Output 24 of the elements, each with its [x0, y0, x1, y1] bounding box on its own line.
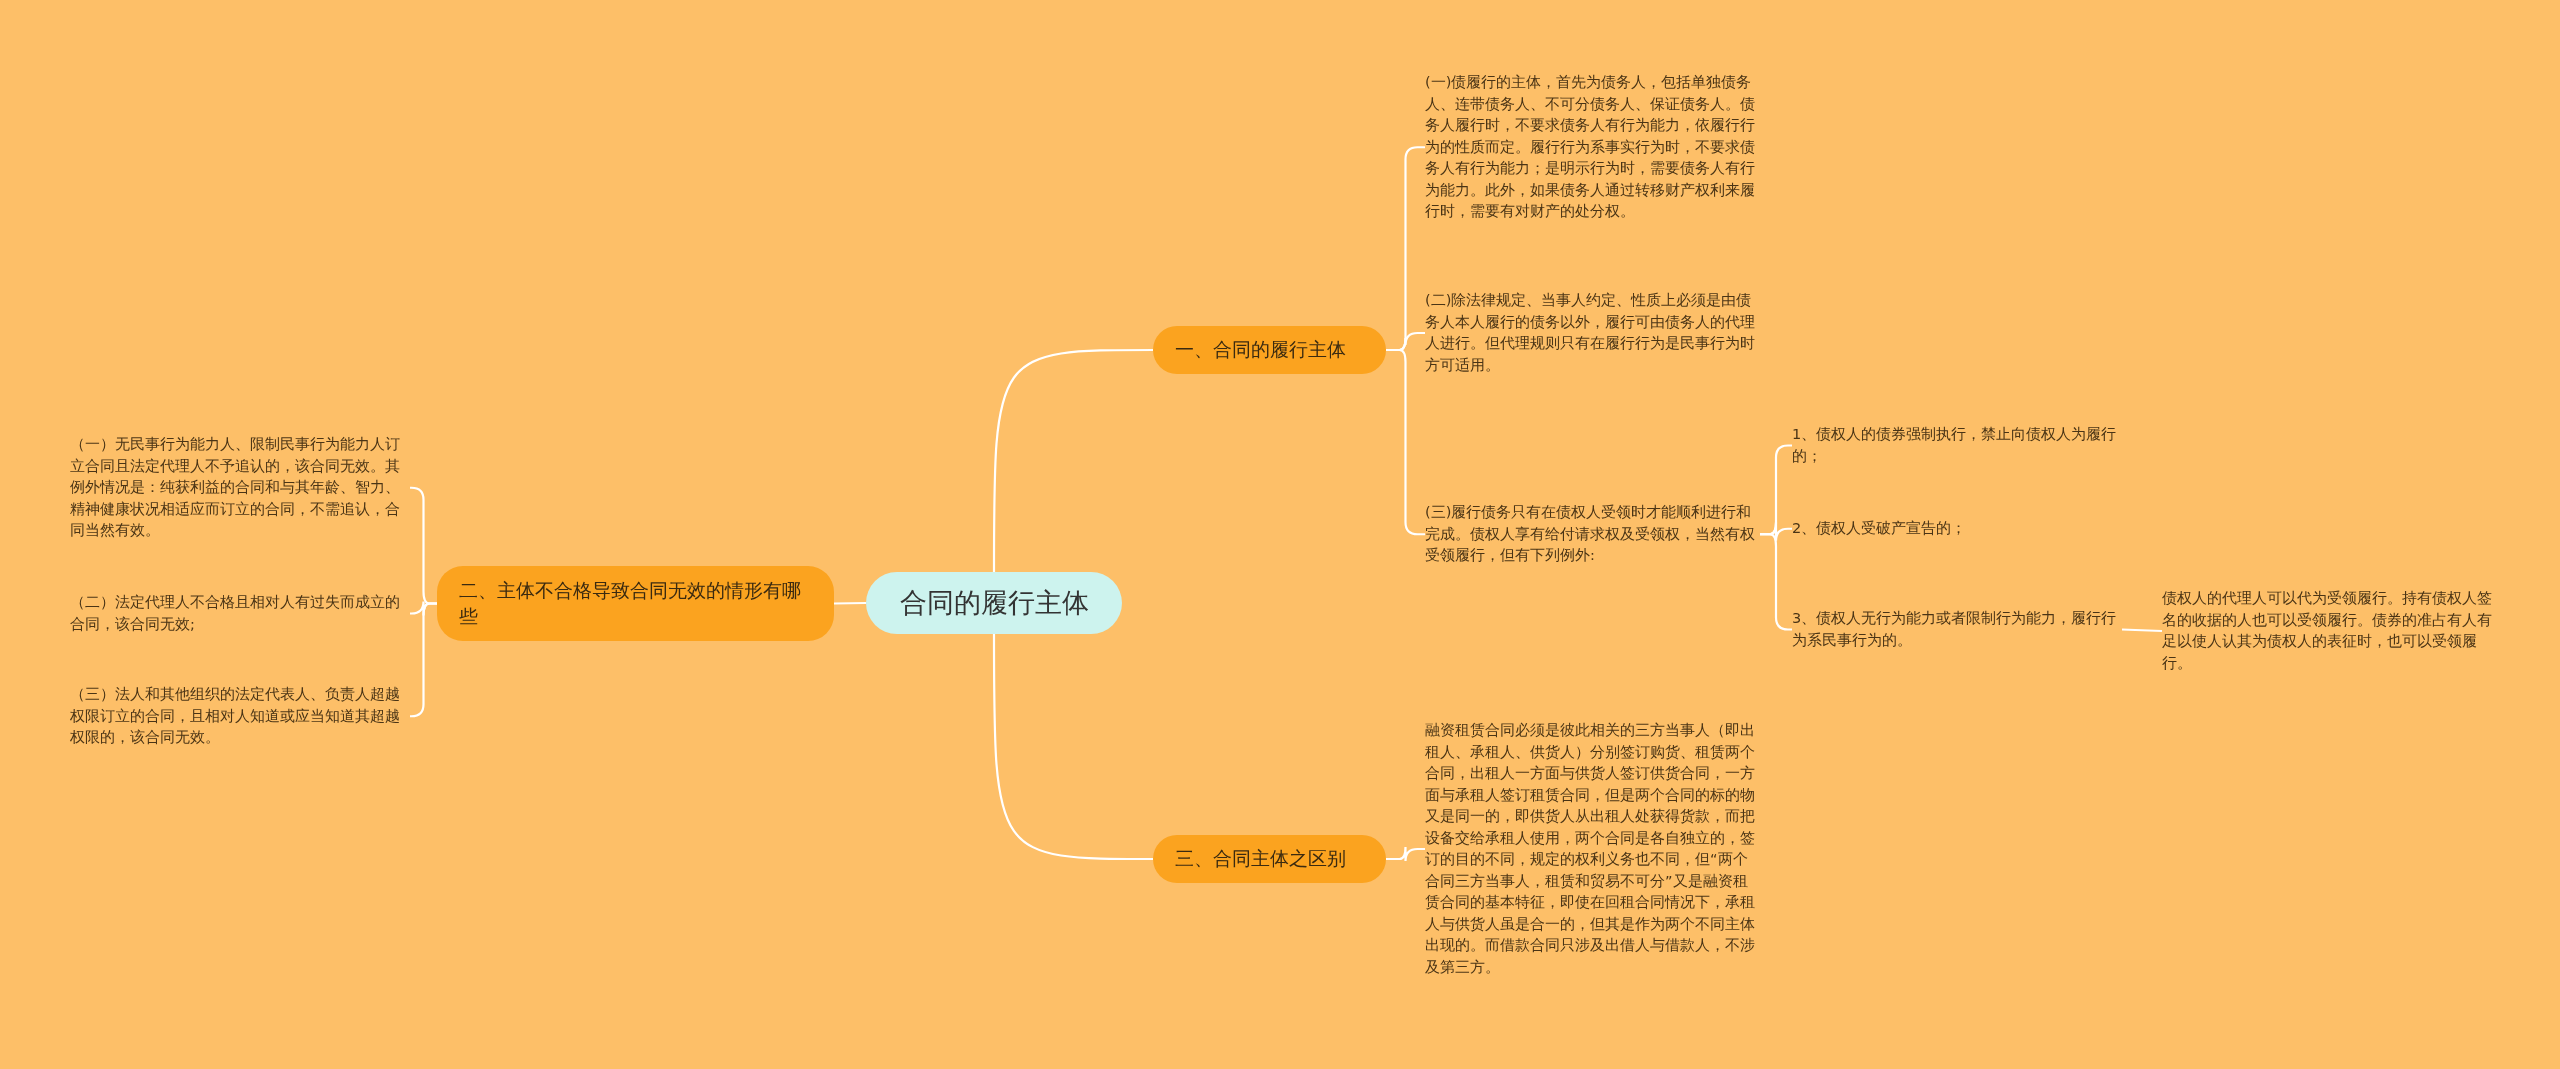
- subtopic-text: 债权人的代理人可以代为受领履行。持有债权人签名的收据的人也可以受领履行。债券的准占有人有足以使人认其为债权人的表征时，也可以受领履行。: [2162, 588, 2492, 674]
- branch-topic: [1153, 326, 1386, 374]
- subtopic-text: (一)债履行的主体，首先为债务人，包括单独债务人、连带债务人、不可分债务人、保证债务人。债务人履行时，不要求债务人有行为能力，依履行行为的性质而定。履行行为系事实行为时，不要求债务人有行为能力；是明示行为时，需要债务人有行为能力。此外，如果债务人通过转移财产权利来履行时，需要有对财产的处分权。: [1425, 72, 1760, 223]
- topic-label: 一、合同的履行主体: [1175, 337, 1346, 363]
- subtopic-text: （二）法定代理人不合格且相对人有过失而成立的合同，该合同无效;: [70, 592, 410, 635]
- subtopic-text: （一）无民事行为能力人、限制民事行为能力人订立合同且法定代理人不予追认的，该合同无效。其例外情况是：纯获利益的合同和与其年龄、智力、精神健康状况相适应而订立的合同，不需追认，合同当然有效。: [70, 434, 410, 542]
- subtopic-text: 2、债权人受破产宣告的；: [1792, 518, 2122, 540]
- topic-label: 三、合同主体之区别: [1175, 846, 1346, 872]
- connector-line: [834, 601, 866, 605]
- subtopic-text: (二)除法律规定、当事人约定、性质上必须是由债务人本人履行的债务以外，履行可由债务人的代理人进行。但代理规则只有在履行行为是民事行为时方可适用。: [1425, 290, 1760, 376]
- topic-label: 二、主体不合格导致合同无效的情形有哪些: [459, 577, 802, 629]
- connector-line: [1386, 845, 1425, 863]
- subtopic-text: 1、债权人的债券强制执行，禁止向债权人为履行的；: [1792, 424, 2122, 467]
- subtopic-text: 3、债权人无行为能力或者限制行为能力，履行行为系民事行为的。: [1792, 608, 2122, 651]
- topic-title: 合同的履行主体: [899, 586, 1089, 620]
- subtopic-text: （三）法人和其他组织的法定代表人、负责人超越权限订立的合同，且相对人知道或应当知道其超越权限的，该合同无效。: [70, 684, 410, 749]
- subtopic-text: 融资租赁合同必须是彼此相关的三方当事人（即出租人、承租人、供货人）分别签订购货、租赁两个合同，出租人一方面与供货人签订供货合同，一方面与承租人签订租赁合同，但是两个合同的标的物又是同一的，即供货人从出租人处获得货款，而把设备交给承租人使用，两个合同是各自独立的，签订的目的不同，规定的权利义务也不同，但“两个合同三方当事人，租赁和贸易不可分”又是融资租赁合同的基本特征，即使在回租合同情况下，承租人与供货人虽是合一的，但其是作为两个不同主体出现的。而借款合同只涉及出借人与借款人，不涉及第三方。: [1425, 720, 1760, 978]
- connector-line: [409, 602, 437, 718]
- connector-line: [2121, 628, 2163, 633]
- connector-line: [992, 634, 1153, 861]
- branch-topic: [437, 566, 834, 641]
- subtopic-text: (三)履行债务只有在债权人受领时才能顺利进行和完成。债权人享有给付请求权及受领权，当然有权受领履行，但有下列例外:: [1425, 502, 1760, 567]
- connector-line: [992, 348, 1153, 572]
- branch-topic: [1153, 835, 1386, 883]
